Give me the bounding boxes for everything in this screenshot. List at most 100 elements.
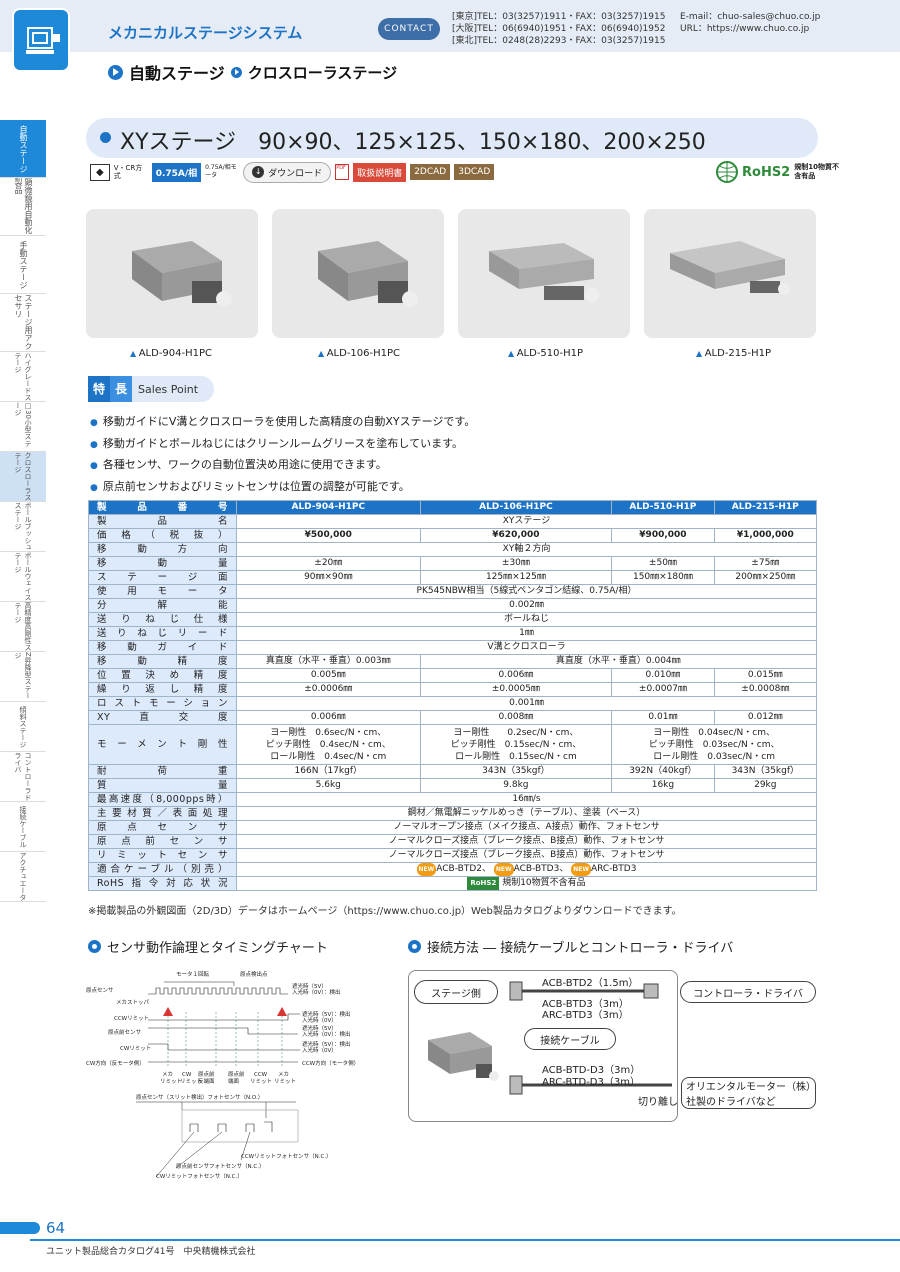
product-title-bar: XYステージ 90×90、125×125、150×180、200×250 [86,118,818,158]
table-row: 送りねじ仕様ボールねじ [88,612,817,627]
bullet-icon [408,940,421,953]
svg-text:入光時（0V）: 入光時（0V） [302,1046,337,1054]
cut-label: 切り離し [638,1097,678,1108]
download-icon: ↓ [252,166,265,178]
svg-text:反端面: 反端面 [198,1077,215,1085]
table-row: 移動量±20㎜±30㎜±50㎜±75㎜ [88,556,818,571]
svg-text:原点前: 原点前 [198,1070,215,1078]
list-item: 移動ガイドにV溝とクロスローラを使用した高精度の自動XYステージです。 [90,412,475,434]
footer-text: ユニット製品総合カタログ41号 中央精機株式会社 [46,1247,256,1257]
timing-label: CWリミット [120,1046,151,1052]
timing-label: 原点前センサ [108,1028,142,1036]
badge-row: ◆ V・CR方 式 0.75A/相 0.75A/相モータ ↓ダウンロード PDF… [90,161,495,183]
timing-chart: モータ１回転 原点検出点 原点センサ 遮光時（5V）入光時（0V）：検出 メカス… [86,970,359,1180]
manual-button[interactable]: 取扱説明書 [353,162,407,182]
cable-label: ARC-BTD-D3（3m） [542,1077,640,1088]
cad3d-button[interactable]: 3DCAD [454,164,495,180]
play-icon [230,66,242,78]
stage-product-image [428,1032,499,1081]
sidebar-item-cross-roller[interactable]: クロスローラステージ [0,452,46,502]
sensor-label: CWリミットフォトセンサ（N.C.） [156,1173,243,1180]
contact-button[interactable]: CONTACT [378,18,440,40]
bullet-icon [88,940,101,953]
svg-text:遮光時（5V）: 遮光時（5V） [302,1024,337,1032]
svg-text:入光時（0V）: 入光時（0V） [302,1016,337,1024]
sidebar-item-z-stage[interactable]: Z昇降型ステージ [0,652,46,702]
sidebar-item-cable[interactable]: 接続ケーブル [0,802,46,852]
rohs-badge: RoHS2 規制10物質不含有品 [716,161,844,183]
email-link[interactable]: E-mail：chuo-sales@chuo.co.jp [680,12,821,22]
svg-text:メカ: メカ [278,1071,289,1078]
diamond-icon: ◆ [90,163,110,181]
sidebar-item-accessory[interactable]: ステージ用アクセサリ [0,294,46,352]
rohs-mark: RoHS2 [742,164,791,180]
breadcrumb-main[interactable]: 自動ステージ [129,64,225,83]
oriental-driver-box: オリエンタルモーター（株）社製のドライバなど [681,1077,816,1109]
feature-label-2: 長 [110,376,132,402]
product-image-card [272,209,444,338]
download-button[interactable]: ↓ダウンロード [243,161,332,183]
office-tohoku: [東北]TEL：0248(28)2293・FAX：03(3257)1915 [452,36,666,46]
sidebar-item-high-grade[interactable]: ハイグレードステージ [0,352,46,402]
svg-text:遮光時（5V）: 遮光時（5V） [292,982,327,990]
sidebar-item-high-precision[interactable]: 高精度高剛性ステージ [0,602,46,652]
sidebar-item-manual-stage[interactable]: 手動ステージ [0,236,46,294]
sidebar-item-ballway[interactable]: ボールウェイステージ [0,552,46,602]
web-contacts: E-mail：chuo-sales@chuo.co.jp URL：https:/… [680,11,820,35]
svg-text:リミット: リミット [250,1079,272,1085]
feature-label-1: 特 [88,376,110,402]
sidebar-item-auto-stage[interactable]: 自動ステージ [0,120,46,178]
connection-frame [408,970,678,1122]
svg-text:CCW: CCW [254,1072,268,1078]
table-row: 価格（税抜）¥500,000¥620,000¥900,000¥1,000,000 [88,528,818,543]
list-item: 各種センサ、ワークの自動位置決め用途に使用できます。 [90,455,475,477]
breadcrumb: 自動ステージ クロスローラステージ [108,60,397,84]
sidebar-item-tilt[interactable]: 傾斜ステージ [0,702,46,752]
section-heading-connection: 接続方法 ― 接続ケーブルとコントローラ・ドライバ [408,937,733,956]
product-caption: ALD-106-H1PC [318,348,400,359]
feature-list: 移動ガイドにV溝とクロスローラを使用した高精度の自動XYステージです。 移動ガイ… [90,412,475,498]
product-image-card [644,209,816,338]
sidebar-item-actuator[interactable]: アクチュエータ [0,852,46,902]
sidebar-item-controller[interactable]: コントローラドライバ [0,752,46,802]
sidebar-item-ball-bush[interactable]: ボールブッシュステージ [0,502,46,552]
table-row: 原点センサノーマルオープン接点（メイク接点、A接点）動作、フォトセンサ [88,820,817,835]
rohs-note: 規制10物質不含有品 [794,163,839,180]
cable-label: ACB-BTD-D3（3m） [542,1065,641,1076]
globe-icon [716,161,738,183]
svg-text:CCW方向（モータ側）: CCW方向（モータ側） [302,1059,359,1067]
new-badge: NEW [416,863,437,876]
sidebar-item-small[interactable]: □30小型ステージ [0,402,46,452]
breadcrumb-sub[interactable]: クロスローラステージ [247,63,398,82]
section-heading-timing: センサ動作論理とタイミングチャート [88,937,328,956]
sales-point-label: Sales Point [138,382,199,396]
table-row: 最高速度（8,000pps時）16㎜/s [88,792,817,807]
sidebar-item-microscope[interactable]: 顕微鏡用自動化製品 [0,178,46,236]
product-caption: ALD-510-H1P [508,348,583,359]
sidebar: 自動ステージ 顕微鏡用自動化製品 手動ステージ ステージ用アクセサリ ハイグレー… [0,120,46,902]
office-osaka: [大阪]TEL：06(6940)1951・FAX：06(6940)1952 [452,24,666,34]
amp-badge: 0.75A/相 [151,162,202,182]
table-row: リミットセンサノーマルクローズ接点（ブレーク接点、B接点）動作、フォトセンサ [88,848,817,863]
sensor-label: CCWリミットフォトセンサ（N.C.） [241,1153,332,1160]
url-link[interactable]: URL：https://www.chuo.co.jp [680,24,810,34]
cable-label: ACB-BTD3（3m） [542,999,629,1010]
footer-bar [0,1222,40,1234]
cad2d-button[interactable]: 2DCAD [410,164,451,180]
cable-label: ARC-BTD3（3m） [542,1010,629,1021]
svg-text:CW: CW [182,1072,192,1078]
svg-text:遮光時（5V）：検出: 遮光時（5V）：検出 [302,1010,351,1018]
